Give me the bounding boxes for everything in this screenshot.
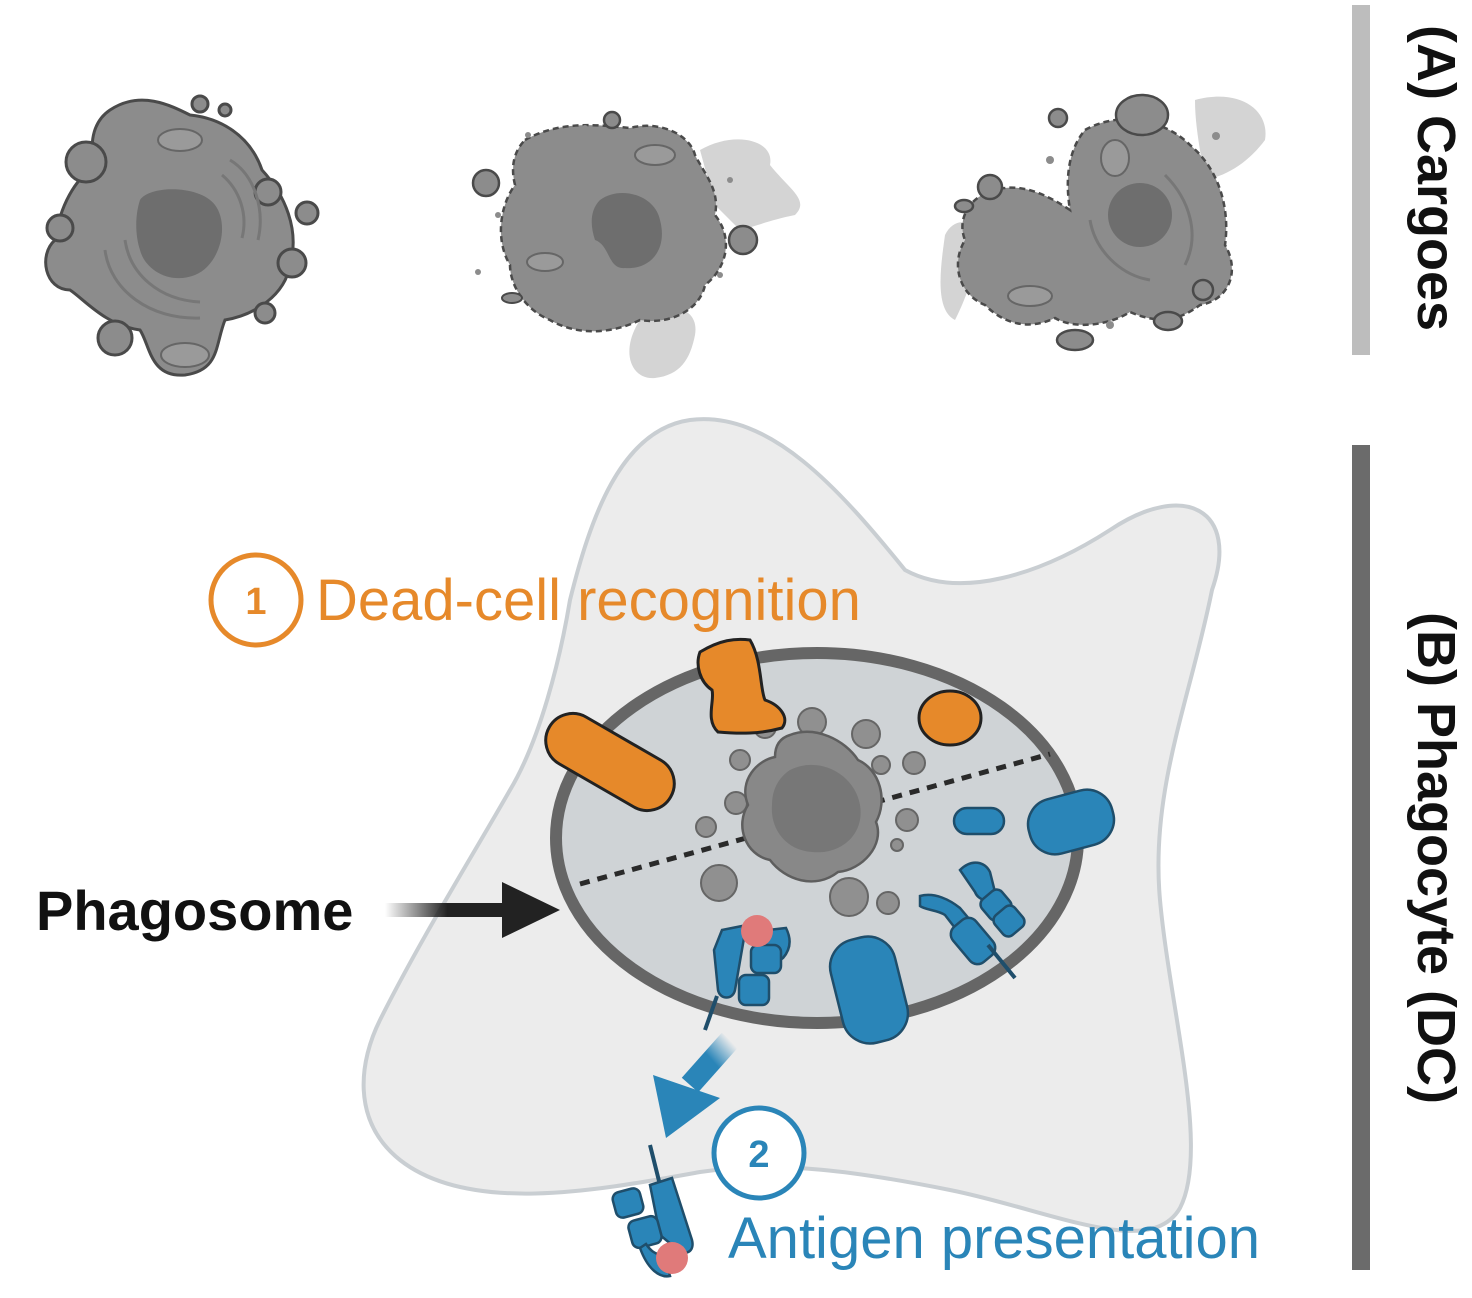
surface-antigen-peptide [656,1242,688,1274]
phagosome-arrow-head [502,882,560,938]
cargo-cell-necrotic [471,110,801,379]
section-b-bar [1352,445,1370,1270]
phagosome-arrow-shaft [385,903,510,917]
step-2: 2 Antigen presentation [711,1105,1260,1271]
step-1: 1 Dead-cell recognition [208,552,861,648]
recognition-receptors [544,637,983,812]
phagosome-label: Phagosome [36,879,353,942]
step-1-badge [208,552,304,648]
step-2-number: 2 [748,1134,769,1176]
mhc-molecules [703,788,1116,1045]
section-a-label: (A) Cargoes [1406,25,1466,331]
cargo-cell-ferroptotic [940,93,1266,352]
antigen-peptide [741,915,773,947]
presentation-arrow [653,1032,739,1138]
phagosome [550,647,1084,1029]
step-1-label: Dead-cell recognition [316,568,861,633]
step-2-badge [711,1105,807,1201]
section-b-label: (B) Phagocyte (DC) [1406,612,1466,1104]
section-a-bar [1352,5,1370,355]
cargo-cell-apoptotic [44,94,320,377]
surface-mhc [611,1144,694,1278]
step-2-label: Antigen presentation [728,1206,1260,1271]
step-1-number: 1 [245,581,266,623]
